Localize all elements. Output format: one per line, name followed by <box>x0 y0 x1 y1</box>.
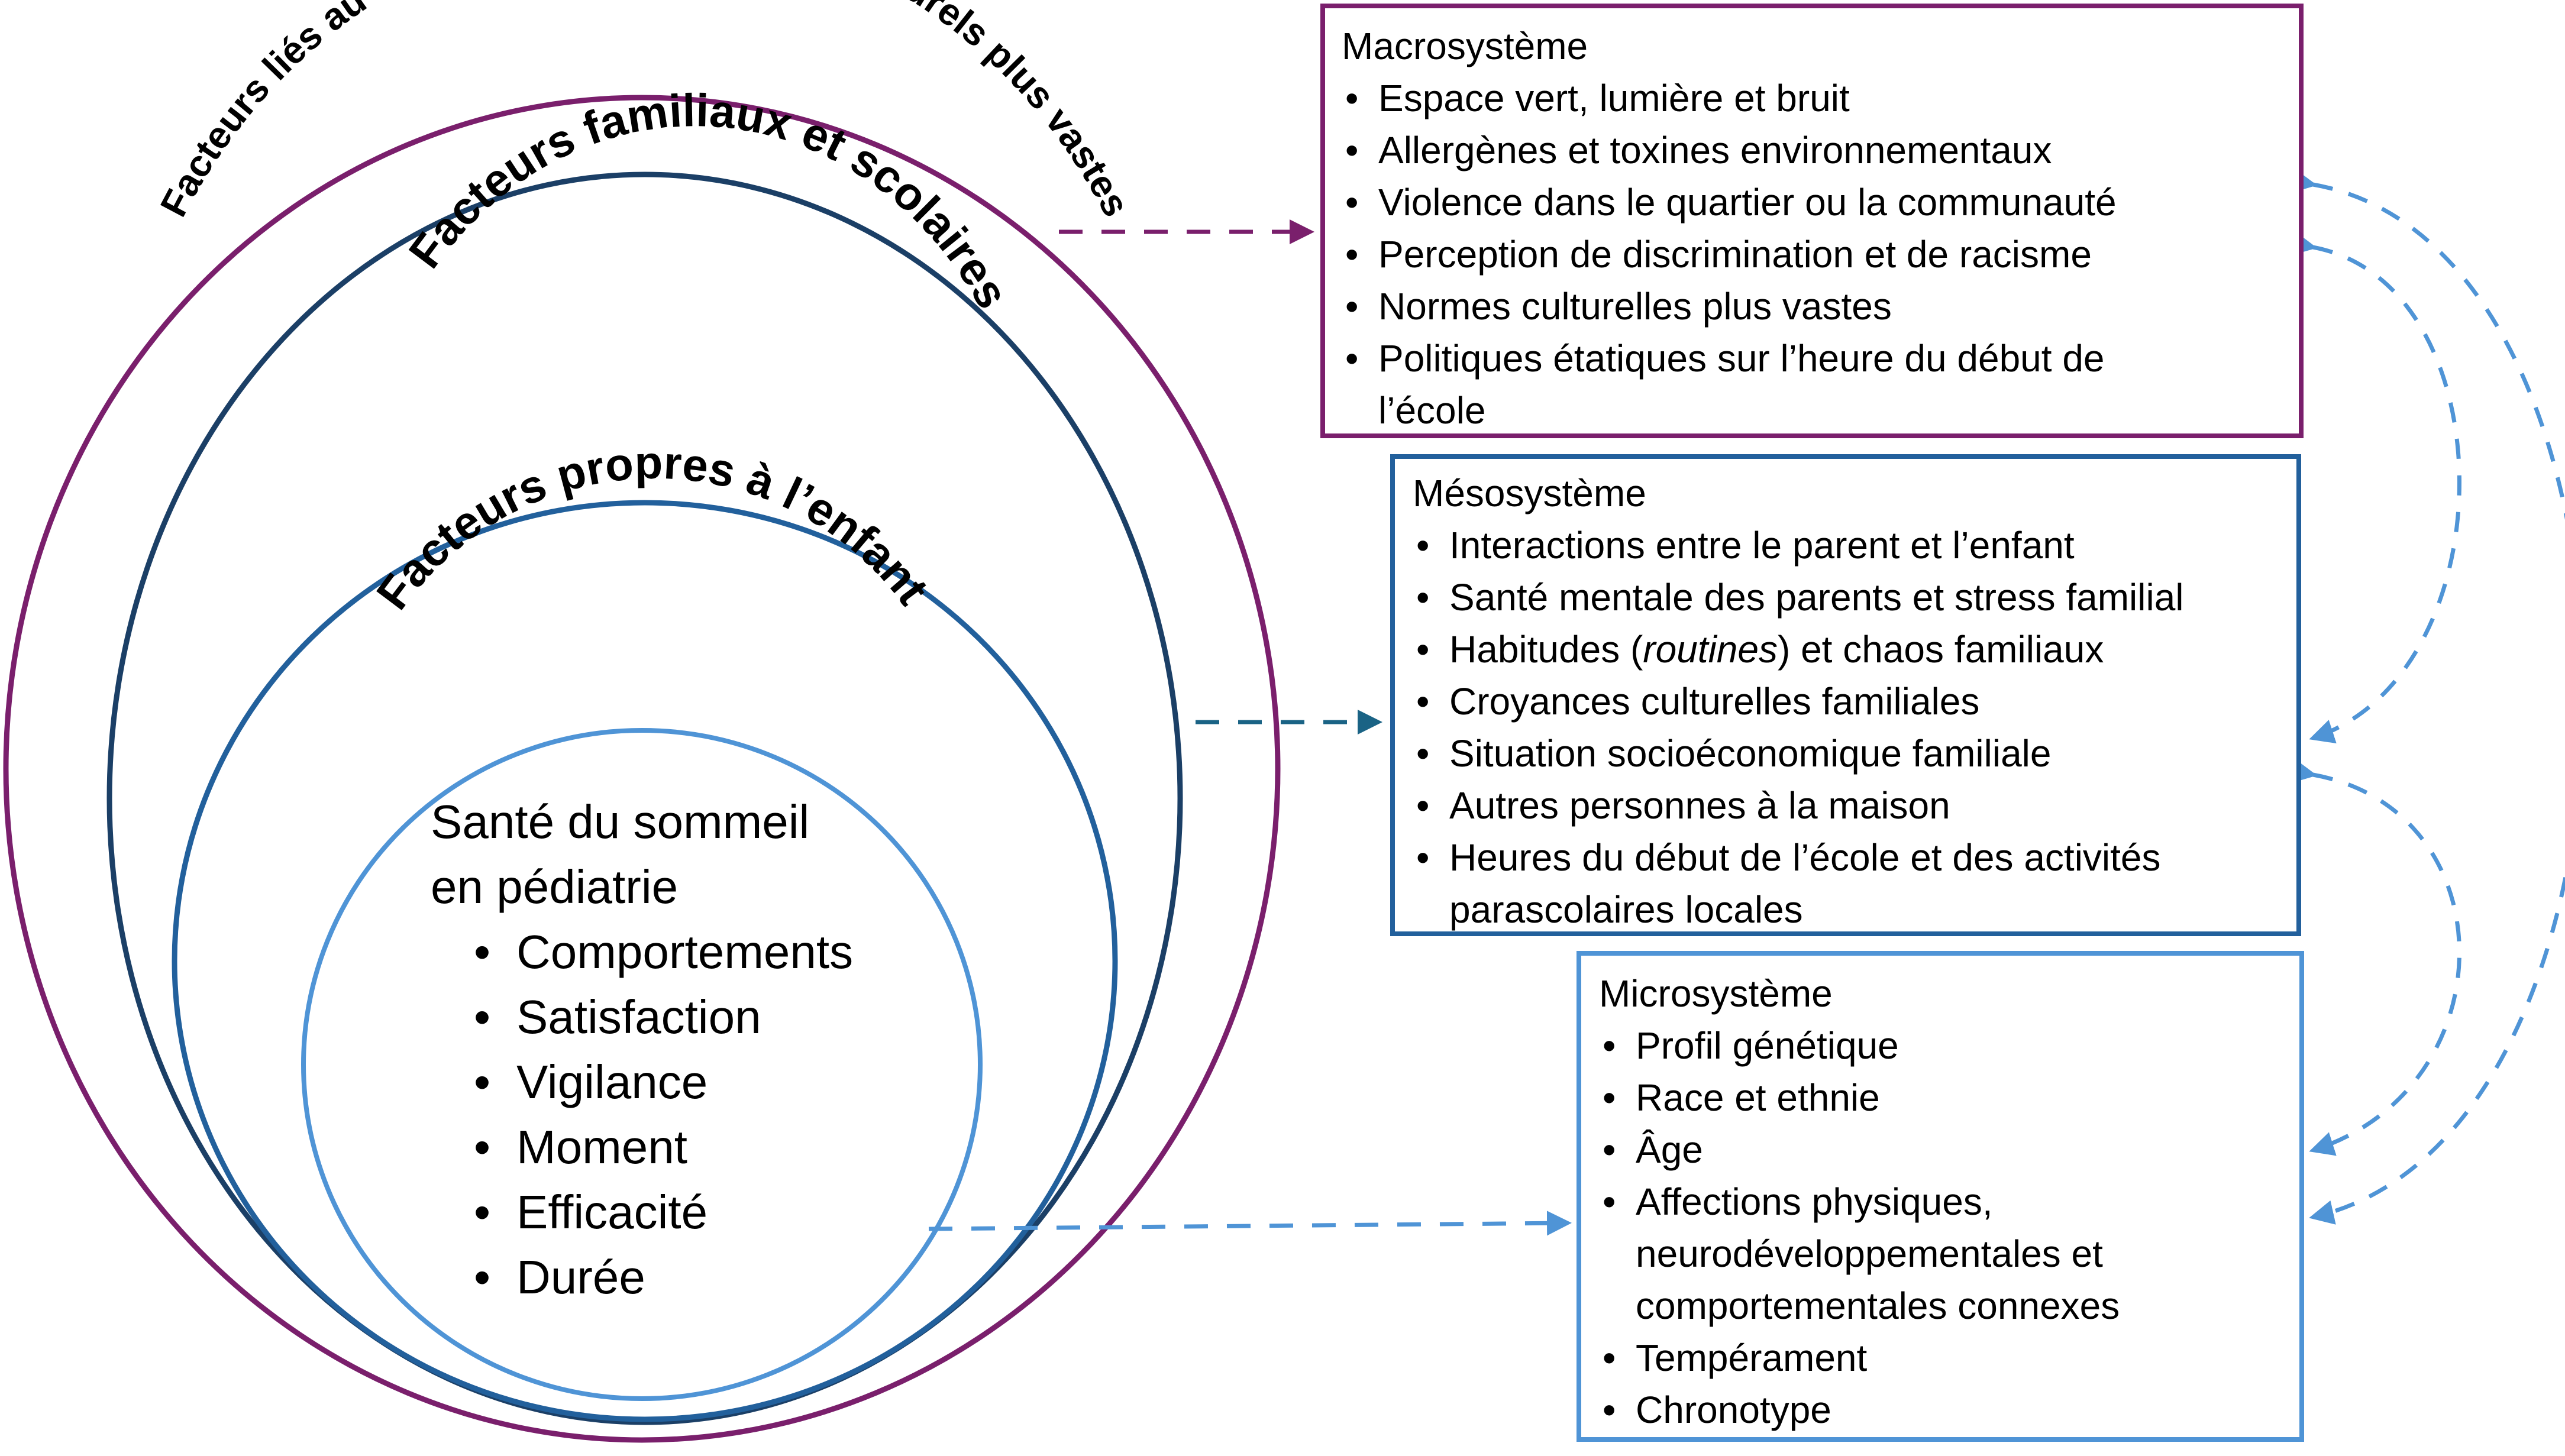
list-item: Violence dans le quartier ou la communau… <box>1342 176 2282 228</box>
family-school-ring <box>106 172 1183 1425</box>
mesosystem-title: Mésosystème <box>1413 472 1646 515</box>
list-item: Interactions entre le parent et l’enfant <box>1413 519 2279 571</box>
list-item: Affections physiques,neurodéveloppementa… <box>1599 1176 2282 1332</box>
list-item: Tempérament <box>1599 1332 2282 1384</box>
microsystem-box: Microsystème Profil génétique Race et et… <box>1577 951 2304 1442</box>
child-ring-label: Facteurs propres à l’enfant <box>366 436 939 619</box>
list-item: Heures du début de l’école et des activi… <box>1413 831 2279 936</box>
list-item: Normes culturelles plus vastes <box>1342 280 2282 332</box>
macrosystem-list: Espace vert, lumière et bruit Allergènes… <box>1342 72 2282 436</box>
list-item: Autres personnes à la maison <box>1413 779 2279 831</box>
sleep-health-ring <box>301 728 983 1401</box>
list-item: Situation socioéconomique familiale <box>1413 727 2279 779</box>
dimension-item: Vigilance <box>474 1050 853 1115</box>
microsystem-list: Profil génétique Race et ethnie Âge Affe… <box>1599 1020 2282 1436</box>
dimension-item: Moment <box>474 1115 853 1180</box>
list-item: Perception de discrimination et de racis… <box>1342 228 2282 280</box>
microsystem-title: Microsystème <box>1599 972 1833 1015</box>
macro-ring <box>3 95 1281 1443</box>
child-ring <box>172 500 1118 1422</box>
dimension-item: Efficacité <box>474 1180 853 1245</box>
sleep-health-title-line1: Santé du sommeil <box>431 795 810 848</box>
list-item: Croyances culturelles familiales <box>1413 675 2279 727</box>
list-item: Santé mentale des parents et stress fami… <box>1413 571 2279 623</box>
macrosystem-title: Macrosystème <box>1342 25 1588 67</box>
micro-arrow <box>928 1211 1572 1236</box>
macrosystem-box: Macrosystème Espace vert, lumière et bru… <box>1320 4 2304 438</box>
dimension-item: Comportements <box>474 920 853 985</box>
child-ring-label-text: Facteurs propres à l’enfant <box>366 436 939 619</box>
arrow-macro-meso <box>2290 231 2461 744</box>
list-item: Chronotype <box>1599 1384 2282 1436</box>
dimension-item: Durée <box>474 1245 853 1310</box>
list-item: Race et ethnie <box>1599 1072 2282 1124</box>
arrow-meso-micro <box>2290 759 2461 1156</box>
arrow-macro-micro <box>2290 169 2565 1225</box>
sleep-health-content: Santé du sommeil en pédiatrie Comporteme… <box>431 790 853 1310</box>
list-item: Allergènes et toxines environnementaux <box>1342 124 2282 176</box>
mesosystem-list: Interactions entre le parent et l’enfant… <box>1413 519 2279 936</box>
list-item: Politiques étatiques sur l’heure du débu… <box>1342 332 2282 436</box>
mesosystem-box: Mésosystème Interactions entre le parent… <box>1390 454 2301 936</box>
dimension-item: Satisfaction <box>474 985 853 1050</box>
list-item: Habitudes (routines) et chaos familiaux <box>1413 623 2279 675</box>
list-item: Âge <box>1599 1124 2282 1176</box>
list-item: Profil génétique <box>1599 1020 2282 1072</box>
sleep-health-dimensions: Comportements Satisfaction Vigilance Mom… <box>431 920 853 1310</box>
list-item: Espace vert, lumière et bruit <box>1342 72 2282 124</box>
sleep-health-title-line2: en pédiatrie <box>431 860 679 913</box>
